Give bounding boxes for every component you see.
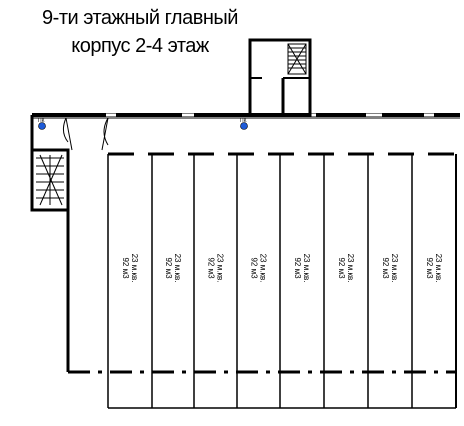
fire-hydrant-icon xyxy=(38,122,46,130)
room-dividers xyxy=(107,154,457,408)
room-area: 23 м.кв. xyxy=(259,254,268,283)
room-label: 23 м.кв.92 м3 xyxy=(381,254,399,283)
room-label: 23 м.кв.92 м3 xyxy=(425,254,443,283)
door-swing-2 xyxy=(103,117,109,146)
room-area: 23 м.кв. xyxy=(346,254,355,283)
room-label: 23 м.кв.92 м3 xyxy=(250,254,268,283)
room-label: 23 м.кв.92 м3 xyxy=(121,254,139,283)
room-area: 23 м.кв. xyxy=(390,254,399,283)
door-swing-1 xyxy=(62,117,69,143)
room-volume: 92 м3 xyxy=(425,257,434,279)
marker-label: ПК xyxy=(240,118,247,124)
room-volume: 92 м3 xyxy=(250,257,259,279)
room-area: 23 м.кв. xyxy=(434,254,443,283)
room-area: 23 м.кв. xyxy=(302,254,311,283)
stair-treads-west xyxy=(36,154,64,206)
room-area: 23 м.кв. xyxy=(130,254,139,283)
room-label: 23 м.кв.92 м3 xyxy=(207,254,225,283)
room-label: 23 м.кв.92 м3 xyxy=(293,254,311,283)
room-volume: 92 м3 xyxy=(381,257,390,279)
walls xyxy=(30,38,460,409)
room-volume: 92 м3 xyxy=(337,257,346,279)
plan-title: 9-ти этажный главный корпус 2-4 этаж xyxy=(20,4,260,60)
marker-label: ПК xyxy=(38,118,45,124)
fire-hydrant-icon xyxy=(240,122,248,130)
room-label: 23 м.кв.92 м3 xyxy=(164,254,182,283)
room-volume: 92 м3 xyxy=(164,257,173,279)
room-volume: 92 м3 xyxy=(293,257,302,279)
room-volume: 92 м3 xyxy=(207,257,216,279)
marker-1: ПК xyxy=(38,118,46,130)
plan-title-line1: 9-ти этажный главный xyxy=(42,7,238,29)
plan-title-line2: корпус 2-4 этаж xyxy=(71,35,209,57)
stair-treads-top xyxy=(287,43,307,75)
room-area: 23 м.кв. xyxy=(216,254,225,283)
room-label: 23 м.кв.92 м3 xyxy=(337,254,355,283)
marker-2: ПК xyxy=(240,118,248,130)
room-area: 23 м.кв. xyxy=(173,254,182,283)
room-volume: 92 м3 xyxy=(121,257,130,279)
